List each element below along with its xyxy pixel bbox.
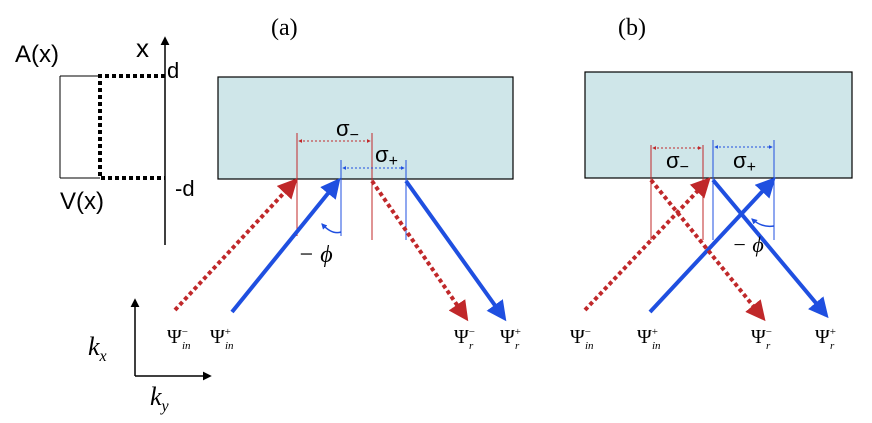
- panel-b-red-incident-beam: [583, 177, 711, 312]
- panel-b-psi-in-minus: Ψ−in: [570, 326, 594, 352]
- panel-b-red-reflected-beam: [649, 178, 766, 322]
- panel-b-blue-reflected-beam: [711, 178, 829, 319]
- a-of-x-label: A(x): [15, 41, 59, 68]
- ky-label: ky: [150, 382, 170, 415]
- panel-a-slab: [217, 76, 514, 180]
- panel-a-sigma-minus-label: σ−: [336, 116, 359, 144]
- k-axes: kx ky: [88, 298, 212, 415]
- panel-a-red-incident-beam: [173, 178, 298, 312]
- profile-dotted-step: [98, 74, 165, 180]
- panel-a-psi-r-minus: Ψ−r: [454, 326, 475, 352]
- panel-b-psi-r-minus: Ψ−r: [751, 326, 772, 352]
- panel-b-angle-arc: [751, 218, 775, 228]
- panel-a-label: (a): [271, 15, 298, 41]
- panel-b-sigma-minus-label: σ−: [666, 148, 689, 176]
- panel-b-psi-in-plus: Ψ+in: [637, 326, 661, 352]
- panel-b-label: (b): [618, 15, 646, 41]
- panel-a: (a) σ− σ+ − ϕ Ψ−in Ψ+in Ψ−r Ψ+r: [167, 15, 521, 352]
- panel-b-angle-label: − ϕ: [732, 232, 764, 257]
- panel-a-blue-incident-beam: [230, 177, 341, 314]
- panel-a-angle-label: − ϕ: [298, 242, 333, 268]
- d-bottom-label: -d: [175, 176, 195, 201]
- panel-b-psi-r-plus: Ψ+r: [815, 326, 836, 352]
- panel-a-psi-r-plus: Ψ+r: [500, 326, 521, 352]
- panel-a-psi-in-plus: Ψ+in: [210, 326, 234, 352]
- panel-b: (b) σ− σ+ − ϕ Ψ−in Ψ+in Ψ−r Ψ+r: [570, 15, 853, 352]
- panel-a-angle-arc: [321, 223, 342, 234]
- v-of-x-label: V(x): [60, 188, 104, 215]
- panel-a-blue-reflected-beam: [404, 179, 507, 322]
- panel-b-blue-incident-beam: [648, 177, 776, 314]
- panel-a-psi-in-minus: Ψ−in: [167, 326, 191, 352]
- kx-label: kx: [88, 332, 107, 365]
- panel-b-slab: [584, 71, 853, 179]
- panel-a-sigma-plus-label: σ+: [375, 142, 398, 170]
- x-axis-label: x: [136, 33, 149, 63]
- d-top-label: d: [167, 58, 179, 83]
- profile-diagram: x A(x) V(x) d -d: [15, 33, 195, 245]
- panel-b-sigma-plus-label: σ+: [733, 148, 756, 176]
